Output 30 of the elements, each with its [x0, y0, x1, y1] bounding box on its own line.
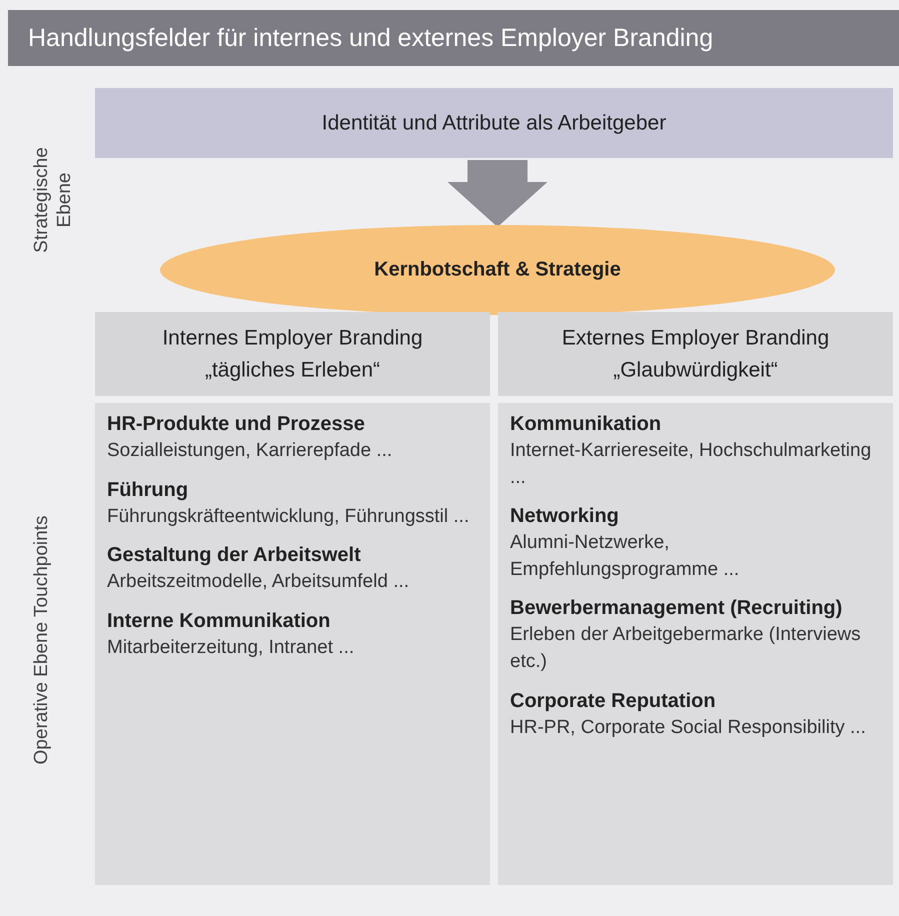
item-heading: Kommunikation: [510, 413, 662, 436]
subheading: „tägliches Erleben“: [204, 357, 382, 383]
item-description: Arbeitszeitmodelle, Arbeitsumfeld ...: [107, 570, 410, 594]
item-heading: Corporate Reputation: [510, 690, 717, 713]
item-description: HR-PR, Corporate Social Responsibility ...: [510, 716, 867, 740]
column-header: [498, 312, 893, 396]
node-label: Externes Employer Branding: [560, 326, 830, 352]
node-label: Internes Employer Branding: [161, 326, 424, 352]
item-heading: Interne Kommunikation: [107, 610, 332, 633]
item-heading: Gestaltung der Arbeitswelt: [107, 544, 362, 568]
column-header: [95, 312, 490, 396]
node-label: Kernbotschaft & Strategie: [373, 258, 622, 282]
level-label: Operative Ebene Touchpoints: [31, 514, 53, 766]
strategy-ellipse: [160, 225, 835, 315]
block-arrow: [448, 160, 548, 227]
item-heading: HR-Produkte und Prozesse: [107, 413, 366, 436]
item-description: Sozialleistungen, Karrierepfade ...: [107, 439, 394, 463]
level-label: Strategische Ebene: [31, 146, 76, 255]
item-description: Mitarbeiterzeitung, Intranet ...: [107, 636, 356, 660]
item-description: Führungskräfteentwicklung, Führungsstil ...: [107, 504, 470, 529]
item-heading: Führung: [107, 478, 190, 502]
item-description: Internet-Karriereseite, Hochschulmarketing ...: [510, 439, 872, 490]
identity-box: [95, 88, 893, 158]
item-heading: Networking: [510, 505, 620, 528]
node-label: Identität und Attribute als Arbeitgeber: [320, 110, 668, 136]
item-description: Alumni-Netzwerke, Empfehlungsprogramme ...: [510, 531, 740, 582]
item-description: Erleben der Arbeitgebermarke (Interviews etc.): [510, 623, 862, 674]
title-bar: Handlungsfelder für internes und externes Employer Branding: [8, 10, 899, 66]
subheading: „Glaubwürdigkeit“: [612, 357, 779, 383]
item-heading: Bewerbermanagement (Recruiting): [510, 597, 844, 620]
